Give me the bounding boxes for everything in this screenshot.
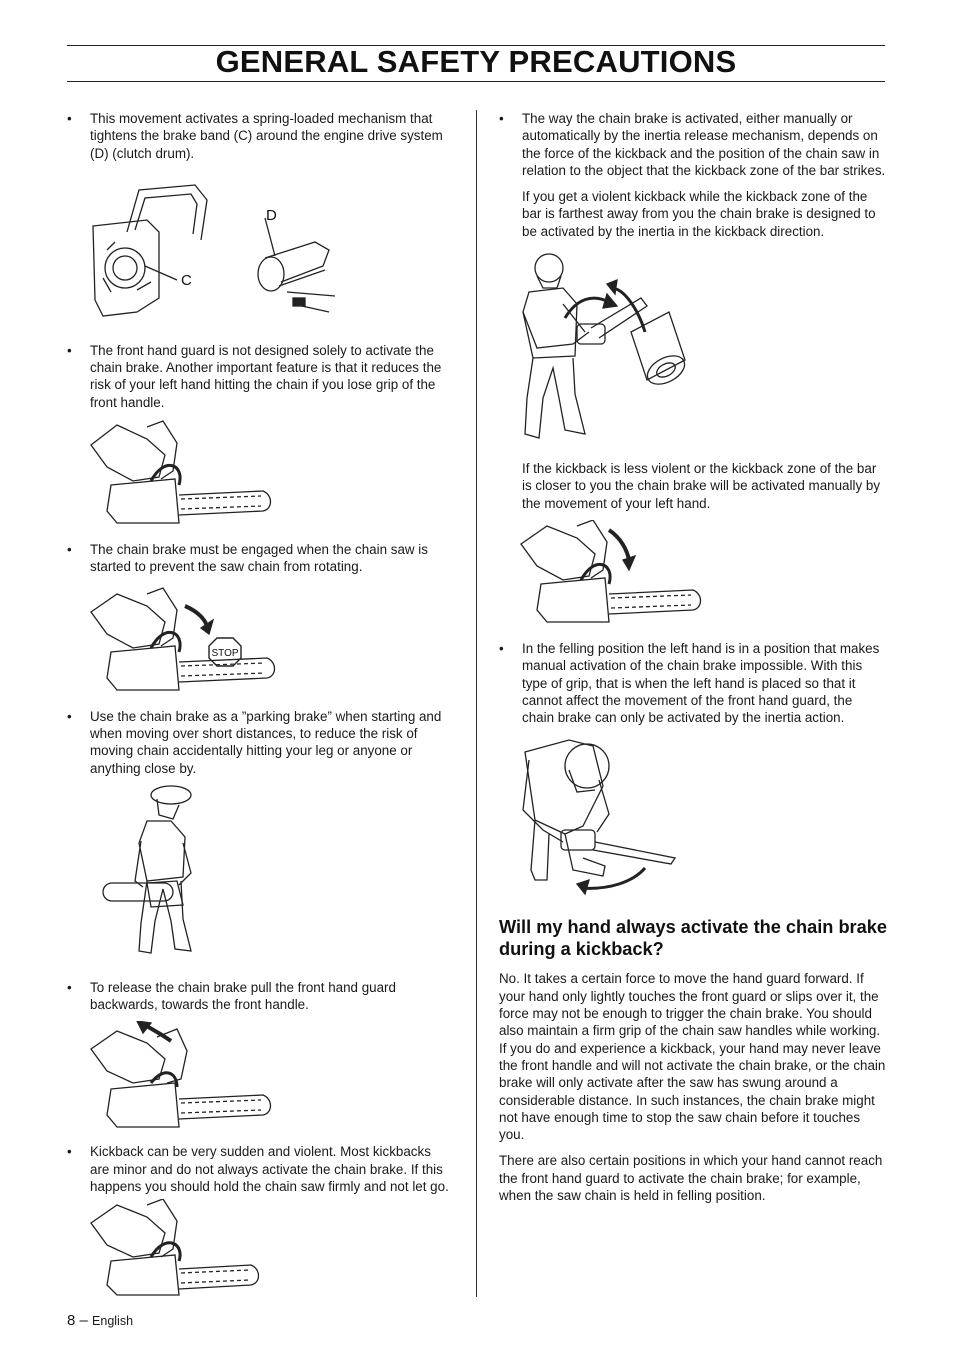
header-bottom-rule — [67, 81, 885, 82]
bullet-dot: • — [67, 979, 72, 995]
page-number: 8 – — [67, 1312, 88, 1329]
bullet-dot: • — [67, 111, 72, 126]
bullet-front-hand-guard: • The front hand guard is not designed s… — [67, 342, 453, 411]
figure-brake-band-clutch-drum: D C — [92, 184, 336, 317]
stop-sign-text: STOP — [211, 648, 238, 659]
bullet-felling-position: • In the felling position the left hand … — [499, 640, 887, 726]
column-divider — [476, 110, 477, 1297]
bullet-text: To release the chain brake pull the fron… — [90, 979, 396, 1013]
figure-walking-operator — [102, 785, 192, 954]
bullet-dot: • — [67, 708, 72, 724]
paragraph-answer: No. It takes a certain force to move the… — [499, 971, 886, 1143]
left-column: • This movement activates a spring-loade… — [67, 110, 453, 1299]
footer-language: English — [92, 1314, 134, 1328]
label-c: C — [181, 272, 192, 289]
figure-hand-on-guard — [90, 420, 272, 524]
bullet-dot: • — [499, 640, 504, 656]
header-top-rule — [67, 45, 885, 46]
bullet-kickback-sudden: • Kickback can be very sudden and violen… — [67, 1143, 453, 1195]
figure-stop-chain: STOP — [90, 586, 276, 691]
bullet-text: The way the chain brake is activated, ei… — [522, 111, 886, 178]
figure-firm-grip — [90, 1199, 260, 1296]
bullet-text: The chain brake must be engaged when the… — [90, 542, 428, 575]
label-d: D — [266, 207, 277, 224]
bullet-parking-brake: • Use the chain brake as a ”parking brak… — [67, 708, 453, 777]
page-title: GENERAL SAFETY PRECAUTIONS — [215, 44, 737, 79]
right-column: • The way the chain brake is activated, … — [499, 110, 887, 1204]
figure-manual-activation — [520, 519, 702, 623]
bullet-dot: • — [67, 542, 72, 558]
bullet-dot: • — [67, 1144, 72, 1160]
bullet-dot: • — [67, 342, 72, 358]
bullet-dot: • — [499, 111, 504, 126]
bullet-brake-mechanism: • This movement activates a spring-loade… — [67, 110, 453, 162]
figure-inertia-kickback — [522, 253, 686, 439]
bullet-text: In the felling position the left hand is… — [522, 640, 880, 726]
bullet-text: Use the chain brake as a ”parking brake”… — [90, 708, 442, 776]
paragraph-positions: There are also certain positions in whic… — [499, 1153, 883, 1204]
bullet-release-brake: • To release the chain brake pull the fr… — [67, 979, 453, 1014]
bullet-text: This movement activates a spring-loaded … — [90, 111, 443, 161]
section-heading-kickback-question: Will my hand always activate the chain b… — [499, 917, 887, 960]
bullet-text: The front hand guard is not designed sol… — [90, 342, 442, 410]
page-footer: 8 – English — [67, 1312, 133, 1329]
figure-pull-guard-back — [90, 1021, 272, 1129]
figure-felling-operator — [522, 739, 677, 896]
paragraph-less-violent: If the kickback is less violent or the k… — [522, 461, 881, 511]
bullet-text: Kickback can be very sudden and violent.… — [90, 1144, 449, 1195]
bullet-engage-on-start: • The chain brake must be engaged when t… — [67, 541, 453, 576]
bullet-activation-way: • The way the chain brake is activated, … — [499, 110, 887, 179]
paragraph-violent-kickback: If you get a violent kickback while the … — [522, 189, 876, 239]
